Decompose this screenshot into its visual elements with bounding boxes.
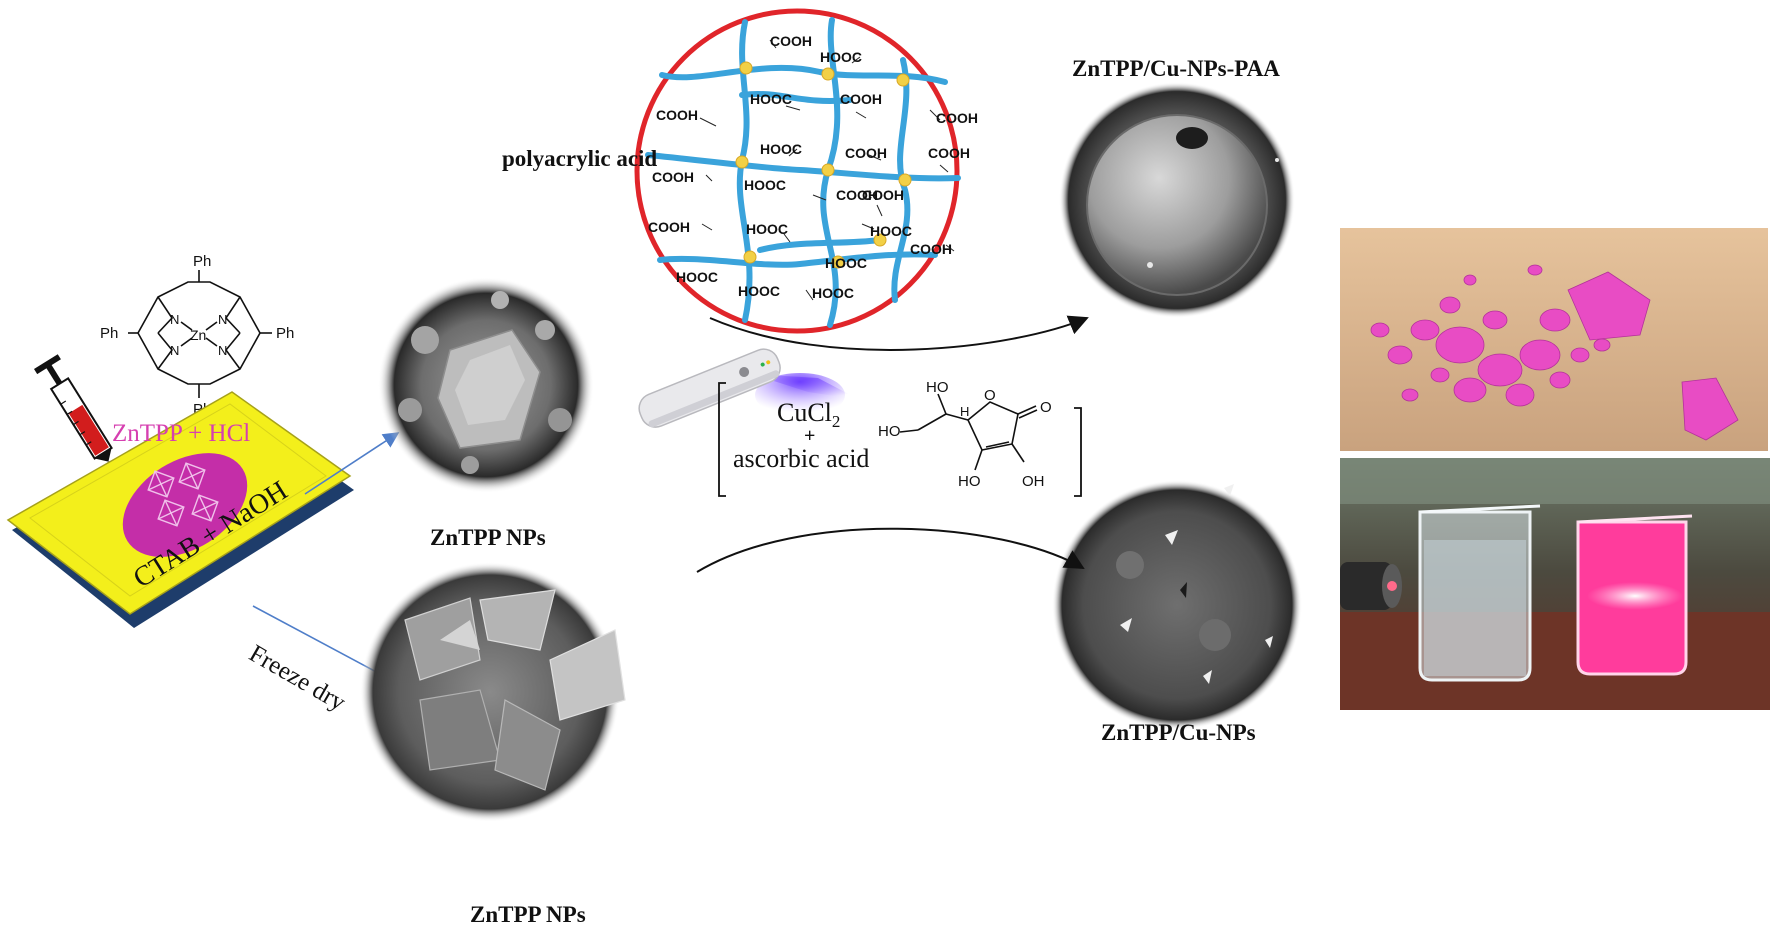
sem-image-zntpp-nps-aggregate bbox=[378, 277, 594, 493]
reagent-plus: + bbox=[804, 425, 816, 447]
zntpp-nps-title-top: ZnTPP NPs bbox=[430, 525, 546, 550]
carboxyl-group-label: COOH bbox=[840, 91, 882, 107]
ascorbic-atom: HO bbox=[926, 379, 949, 396]
zntpp-hcl-label: ZnTPP + HCl bbox=[112, 420, 251, 447]
n-label: N bbox=[170, 312, 179, 327]
zn-n-bond bbox=[205, 337, 218, 347]
zntpp-structure bbox=[128, 270, 272, 398]
beaker-pink bbox=[1576, 514, 1693, 676]
reaction-arrow-paa bbox=[709, 315, 1089, 351]
carboxyl-group-label: COOH bbox=[910, 241, 952, 257]
crosslink-nodes bbox=[735, 61, 912, 269]
carboxyl-group-label: HOOC bbox=[746, 221, 788, 237]
n-label: N bbox=[218, 343, 227, 358]
zn-n-bond bbox=[180, 321, 193, 331]
pyrrole-line bbox=[224, 296, 241, 334]
sem-image-zntpp-cu-nps bbox=[1052, 480, 1302, 730]
carboxyl-group-label: COOH bbox=[836, 187, 878, 203]
ascorbic-atom: HO bbox=[958, 473, 981, 490]
ascorbic-atom: HO bbox=[878, 423, 901, 440]
carboxyl-group-label: HOOC bbox=[820, 49, 862, 65]
cucl2-subscript: 2 bbox=[831, 412, 841, 432]
carboxyl-group-label: HOOC bbox=[825, 255, 867, 271]
ph-label-top: Ph bbox=[193, 253, 211, 270]
carboxyl-group-label: COOH bbox=[770, 33, 812, 49]
beaker-clear bbox=[1418, 504, 1541, 682]
ascorbic-atom: O bbox=[984, 387, 996, 404]
polyacrylic-acid-label: polyacrylic acid bbox=[502, 146, 658, 171]
carboxyl-group-label: HOOC bbox=[676, 269, 718, 285]
pendant-bonds bbox=[699, 39, 955, 301]
carboxyl-group-label: HOOC bbox=[870, 223, 912, 239]
carboxyl-group-label: HOOC bbox=[738, 283, 780, 299]
carbonyl-bond bbox=[1017, 405, 1037, 415]
side-chain bbox=[945, 413, 969, 421]
reaction-arrow-cu bbox=[696, 527, 1085, 573]
porphyrin-atom-labels: Ph Ph Ph Ph N N N N Zn bbox=[100, 253, 294, 418]
syringe-icon bbox=[34, 354, 126, 489]
pyrrole-line bbox=[157, 332, 174, 370]
side-chain bbox=[937, 393, 947, 415]
zntpp-cu-nps-title: ZnTPP/Cu-NPs bbox=[1101, 720, 1256, 745]
ascorbic-acid-structure bbox=[899, 393, 1038, 471]
reagent-brackets bbox=[718, 382, 1082, 497]
reaction-oval bbox=[122, 453, 248, 557]
photo-pink-powder bbox=[1340, 228, 1768, 451]
cucl2-label: CuCl2 bbox=[777, 398, 840, 432]
ascorbic-atom: O bbox=[1040, 399, 1052, 416]
ascorbic-atom-labels: HO H O O HO HO OH bbox=[878, 379, 1052, 490]
ph-label-right: Ph bbox=[276, 325, 294, 342]
side-chain bbox=[917, 413, 947, 431]
zntpp-cu-nps-paa-title: ZnTPP/Cu-NPs-PAA bbox=[1072, 56, 1280, 81]
ascorbic-atom: OH bbox=[1022, 473, 1045, 490]
carbonyl-bond bbox=[1018, 409, 1038, 419]
photo-tyndall-beakers bbox=[1340, 458, 1770, 710]
oh-bond bbox=[974, 449, 983, 471]
ene-bond bbox=[985, 441, 1010, 448]
n-label: N bbox=[218, 312, 227, 327]
n-label: N bbox=[170, 343, 179, 358]
crystal-icons bbox=[147, 462, 219, 527]
pyrrole-line bbox=[224, 332, 241, 370]
zn-n-bond bbox=[205, 321, 218, 331]
ascorbic-atom: H bbox=[960, 404, 969, 419]
carboxyl-group-label: COOH bbox=[936, 110, 978, 126]
carboxyl-group-label: HOOC bbox=[750, 91, 792, 107]
carboxyl-group-label: HOOC bbox=[760, 141, 802, 157]
zn-n-bond bbox=[180, 337, 193, 347]
cucl2-text: CuCl bbox=[777, 398, 832, 427]
carboxyl-group-label: COOH bbox=[862, 187, 904, 203]
carboxyl-group-label: HOOC bbox=[812, 285, 854, 301]
carboxyl-group-label: COOH bbox=[648, 219, 690, 235]
carboxyl-group-label: HOOC bbox=[744, 177, 786, 193]
lactone-ring bbox=[967, 401, 1019, 451]
laser-pointer-icon bbox=[1340, 562, 1402, 610]
uv-lamp-icon bbox=[638, 348, 860, 428]
zn-label: Zn bbox=[190, 327, 206, 343]
carboxyl-group-label: COOH bbox=[928, 145, 970, 161]
pyrrole-line bbox=[157, 296, 174, 334]
sem-image-zntpp-nps-flakes bbox=[360, 562, 626, 822]
sem-image-zntpp-cu-nps-paa bbox=[1059, 82, 1295, 318]
ph-label-left: Ph bbox=[100, 325, 118, 342]
carboxyl-group-label: COOH bbox=[845, 145, 887, 161]
zntpp-nps-title-bottom: ZnTPP NPs bbox=[470, 902, 586, 927]
carboxyl-group-label: COOH bbox=[656, 107, 698, 123]
arrow-to-nps bbox=[304, 432, 400, 495]
ascorbic-acid-label: ascorbic acid bbox=[733, 444, 870, 473]
carboxyl-group-label: COOH bbox=[652, 169, 694, 185]
ctab-tray bbox=[6, 391, 354, 628]
oh-bond bbox=[1011, 443, 1025, 463]
side-chain bbox=[899, 429, 919, 433]
